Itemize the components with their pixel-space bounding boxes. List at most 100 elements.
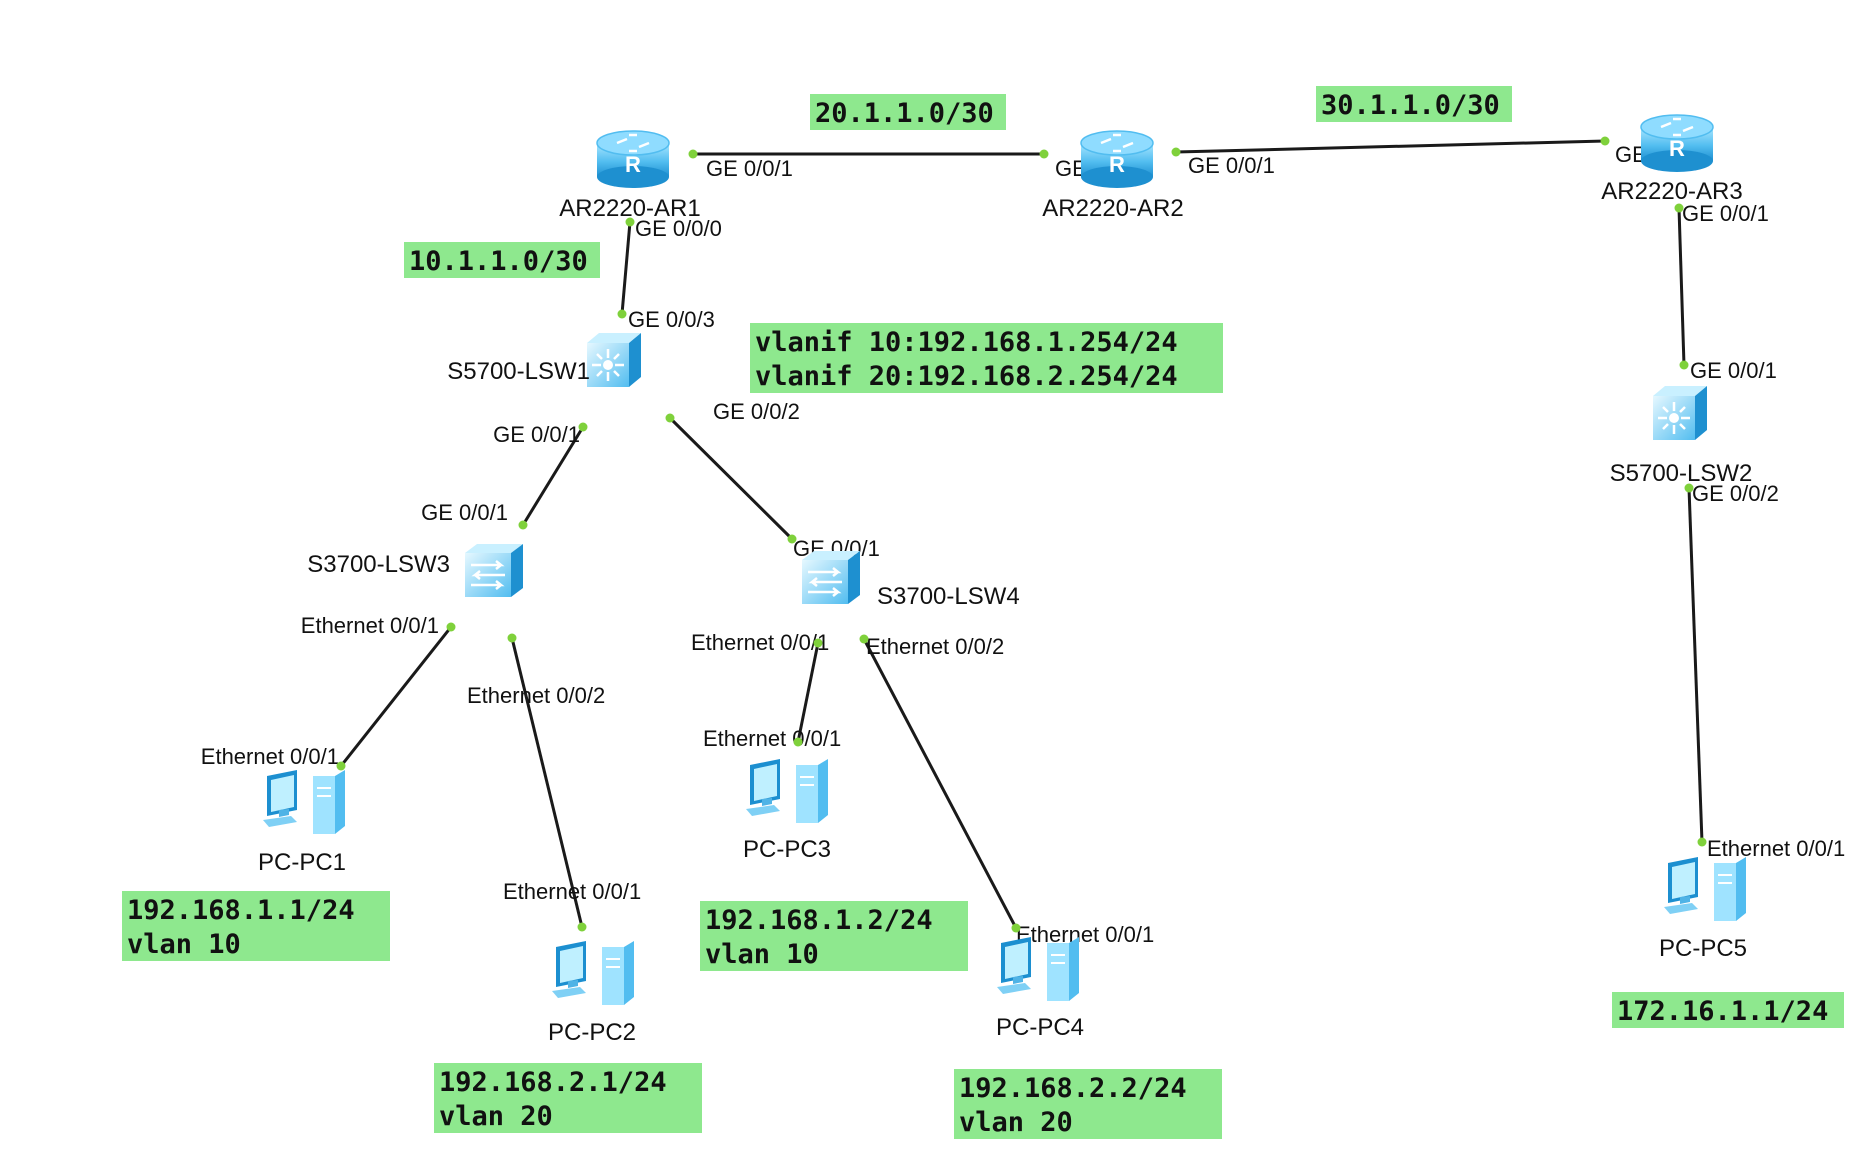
router-icon[interactable]: R — [1640, 114, 1714, 172]
note-text: 172.16.1.1/24 — [1617, 996, 1828, 1027]
pc-icon[interactable] — [997, 937, 1079, 1001]
link-line[interactable] — [339, 626, 453, 767]
note-text: 192.168.1.2/24 — [705, 905, 933, 936]
note-text: 192.168.1.1/24 — [127, 895, 355, 926]
l2-switch-icon[interactable] — [802, 551, 860, 604]
link-line[interactable] — [1687, 487, 1704, 843]
link-line[interactable] — [668, 416, 794, 541]
pc-icon[interactable] — [552, 941, 634, 1005]
link-line[interactable] — [1175, 139, 1606, 154]
note-net-ar1-ar2: 20.1.1.0/30 — [810, 94, 1006, 130]
port-dot — [787, 534, 797, 544]
note-text: 192.168.2.2/24 — [959, 1073, 1187, 1104]
port-label: Ethernet 0/0/1 — [691, 630, 829, 655]
link-line[interactable] — [1677, 207, 1686, 366]
note-text: 30.1.1.0/30 — [1321, 90, 1500, 121]
device-label: PC-PC4 — [996, 1014, 1084, 1041]
link-ar3-lsw2[interactable]: GE 0/0/1 GE 0/0/1 — [1677, 201, 1777, 383]
port-dot — [1679, 360, 1689, 370]
pc-pc1[interactable]: PC-PC1 — [258, 770, 346, 876]
port-label: Ethernet 0/0/1 — [201, 744, 339, 769]
device-label: S3700-LSW3 — [307, 551, 450, 578]
port-dot — [859, 634, 869, 644]
port-dot — [793, 737, 803, 747]
link-lsw1-lsw4[interactable]: GE 0/0/2GE 0/0/1 — [668, 399, 880, 561]
port-label: Ethernet 0/0/1 — [503, 879, 641, 904]
link-line[interactable] — [796, 642, 820, 743]
router-icon[interactable]: R — [1080, 130, 1154, 188]
pc-icon[interactable] — [1664, 857, 1746, 921]
link-line[interactable] — [521, 426, 585, 526]
port-label: GE 0/0/3 — [628, 307, 715, 332]
pc-pc2[interactable]: PC-PC2 — [548, 941, 636, 1046]
pc-pc3[interactable]: PC-PC3 — [743, 759, 831, 863]
port-label: GE 0/0/1 — [706, 156, 793, 181]
note-box — [434, 1063, 702, 1133]
note-pc5-ip: 172.16.1.1/24 — [1612, 992, 1844, 1028]
l3-switch-icon[interactable] — [1653, 386, 1707, 440]
link-ar2-ar3[interactable]: GE 0/0/1GE 0/0/0 — [1175, 139, 1702, 178]
note-box — [1316, 86, 1512, 122]
port-dot — [1039, 149, 1049, 159]
l3-switch-lsw1[interactable]: S5700-LSW1 — [447, 333, 641, 387]
svg-text:R: R — [625, 152, 641, 177]
port-label: Ethernet 0/0/2 — [866, 634, 1004, 659]
l3-switch-icon[interactable] — [587, 333, 641, 387]
note-text: vlanif 20:192.168.2.254/24 — [755, 361, 1178, 392]
l2-switch-lsw3[interactable]: S3700-LSW3 — [307, 544, 523, 597]
note-net-ar1-lsw1: 10.1.1.0/30 — [404, 242, 600, 278]
port-dot — [336, 761, 346, 771]
device-label: AR2220-AR3 — [1601, 178, 1742, 205]
router-ar3[interactable]: R AR2220-AR3 — [1601, 114, 1743, 205]
link-line[interactable] — [862, 638, 1018, 929]
port-label: Ethernet 0/0/1 — [703, 726, 841, 751]
port-label: Ethernet 0/0/1 — [1016, 922, 1154, 947]
l3-switch-lsw2[interactable]: S5700-LSW2 — [1610, 386, 1753, 487]
port-label: GE 0/0/0 — [635, 216, 722, 241]
port-dot — [1674, 203, 1684, 213]
router-icon[interactable]: R — [596, 130, 670, 188]
pc-icon[interactable] — [263, 770, 345, 834]
note-text: vlan 20 — [959, 1107, 1073, 1138]
device-label: S5700-LSW1 — [447, 358, 590, 385]
port-label: GE 0/0/1 — [493, 422, 580, 447]
note-box — [954, 1069, 1222, 1139]
device-label: S3700-LSW4 — [877, 583, 1020, 610]
device-label: PC-PC1 — [258, 849, 346, 876]
link-ar1-ar2[interactable]: GE 0/0/1GE 0/0/0 — [693, 152, 1142, 181]
port-label: GE 0/0/2 — [713, 399, 800, 424]
device-label: PC-PC2 — [548, 1019, 636, 1046]
link-ar1-lsw1[interactable]: GE 0/0/0 GE 0/0/3 — [620, 216, 722, 332]
link-line[interactable] — [620, 221, 632, 315]
port-label: Ethernet 0/0/1 — [301, 613, 439, 638]
l2-switch-icon[interactable] — [465, 544, 523, 597]
device-label: AR2220-AR2 — [1042, 195, 1183, 222]
pc-pc5[interactable]: PC-PC5 — [1659, 857, 1747, 962]
note-text: 20.1.1.0/30 — [815, 98, 994, 129]
port-label: GE 0/0/2 — [1692, 481, 1779, 506]
port-dot — [617, 309, 627, 319]
port-dot — [446, 622, 456, 632]
link-lsw1-lsw3[interactable]: GE 0/0/1GE 0/0/1 — [421, 422, 585, 526]
port-dot — [1011, 923, 1021, 933]
pc-pc4[interactable]: PC-PC4 — [996, 937, 1084, 1041]
l2-switch-lsw4[interactable]: S3700-LSW4 — [802, 551, 1020, 610]
pc-icon[interactable] — [746, 759, 828, 823]
port-dot — [1171, 147, 1181, 157]
svg-text:R: R — [1109, 152, 1125, 177]
device-label: S5700-LSW2 — [1610, 460, 1753, 487]
router-ar2[interactable]: R AR2220-AR2 — [1042, 130, 1184, 222]
port-label: GE 0/0/1 — [1682, 201, 1769, 226]
note-text: 10.1.1.0/30 — [409, 246, 588, 277]
port-label: GE 0/0/1 — [1690, 358, 1777, 383]
link-line[interactable] — [510, 637, 584, 928]
